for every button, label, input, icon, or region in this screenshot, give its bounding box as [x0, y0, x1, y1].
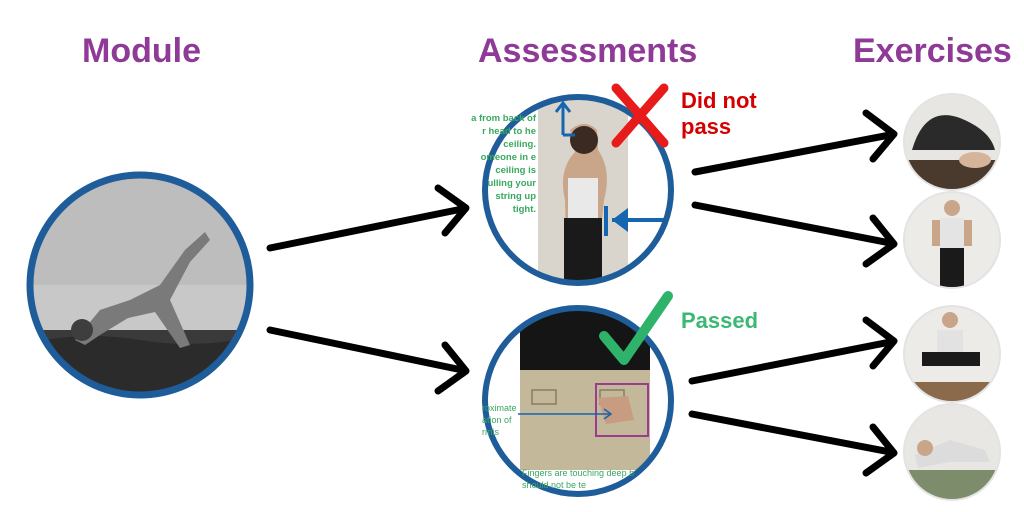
exercise-photo-1 — [903, 93, 1001, 191]
assessment-bottom-annotation: roximate ation of rmis — [482, 403, 517, 437]
arrow-assessment-top-to-exercise-1 — [691, 109, 898, 176]
assessment-posture-photo — [482, 94, 674, 286]
passed-label: Passed — [681, 308, 759, 333]
green-check-icon — [599, 291, 673, 365]
exercise-photo-3 — [903, 305, 1001, 403]
arrow-assessment-bottom-to-exercise-4 — [688, 410, 898, 477]
arrow-assessment-top-to-exercise-2 — [691, 201, 898, 268]
did-not-pass-label: Did not pass — [681, 88, 757, 139]
red-x-icon — [611, 83, 669, 148]
exercise-photo-4 — [903, 403, 1001, 501]
module-heading: Module — [82, 32, 201, 70]
exercises-heading: Exercises — [853, 32, 1012, 70]
arrow-module-to-assessment-top — [266, 184, 470, 252]
assessment-bottom-caption: Fingers are touching deep b should not b… — [522, 468, 635, 490]
module-photo — [26, 171, 254, 399]
arrow-module-to-assessment-bottom — [266, 326, 470, 395]
assessment-top-instruction-text: a from back of r head to he ceiling. ome… — [471, 113, 536, 215]
arrow-assessment-bottom-to-exercise-3 — [688, 316, 898, 385]
exercise-photo-2 — [903, 191, 1001, 289]
assessments-heading: Assessments — [478, 32, 698, 70]
